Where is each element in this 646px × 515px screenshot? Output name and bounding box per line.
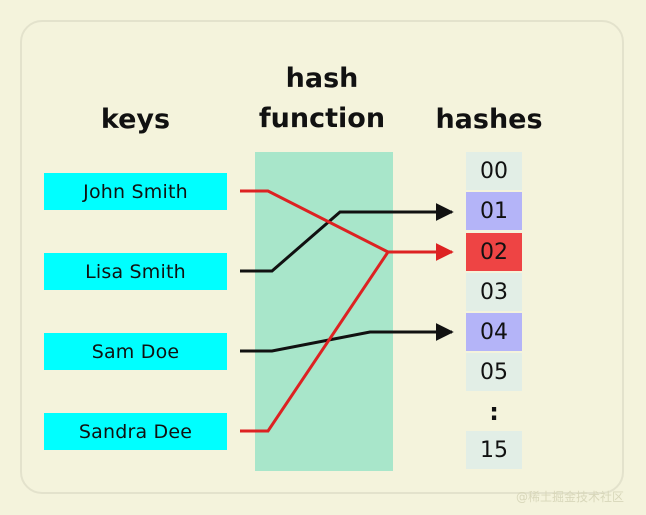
hash-slot-00[interactable]: 00 bbox=[466, 152, 522, 190]
hash-slot-15[interactable]: 15 bbox=[466, 431, 522, 469]
column-heading-hash-function-line1: hash bbox=[285, 63, 359, 94]
hash-slot-02[interactable]: 02 bbox=[466, 233, 522, 271]
hash-slot-05[interactable]: 05 bbox=[466, 353, 522, 391]
hash-slots-ellipsis: : bbox=[489, 398, 499, 426]
key-box-lisa-smith[interactable]: Lisa Smith bbox=[44, 253, 227, 290]
hash-slot-03[interactable]: 03 bbox=[466, 273, 522, 311]
key-box-john-smith[interactable]: John Smith bbox=[44, 173, 227, 210]
watermark: @稀土掘金技术社区 bbox=[515, 490, 624, 504]
column-heading-hash-function-line2: function bbox=[258, 103, 386, 134]
wire-john-smith-to-02 bbox=[240, 189, 389, 254]
wire-sandra-dee-to-02 bbox=[240, 251, 390, 433]
key-box-sam-doe[interactable]: Sam Doe bbox=[44, 333, 227, 370]
hash-slot-01[interactable]: 01 bbox=[466, 192, 522, 230]
wire-sam-doe-to-04 bbox=[240, 323, 454, 353]
hash-slot-04[interactable]: 04 bbox=[466, 313, 522, 351]
column-heading-hashes: hashes bbox=[435, 104, 543, 135]
wire-lisa-smith-to-01 bbox=[240, 203, 454, 273]
key-box-sandra-dee[interactable]: Sandra Dee bbox=[44, 413, 227, 450]
column-heading-keys: keys bbox=[100, 104, 171, 135]
